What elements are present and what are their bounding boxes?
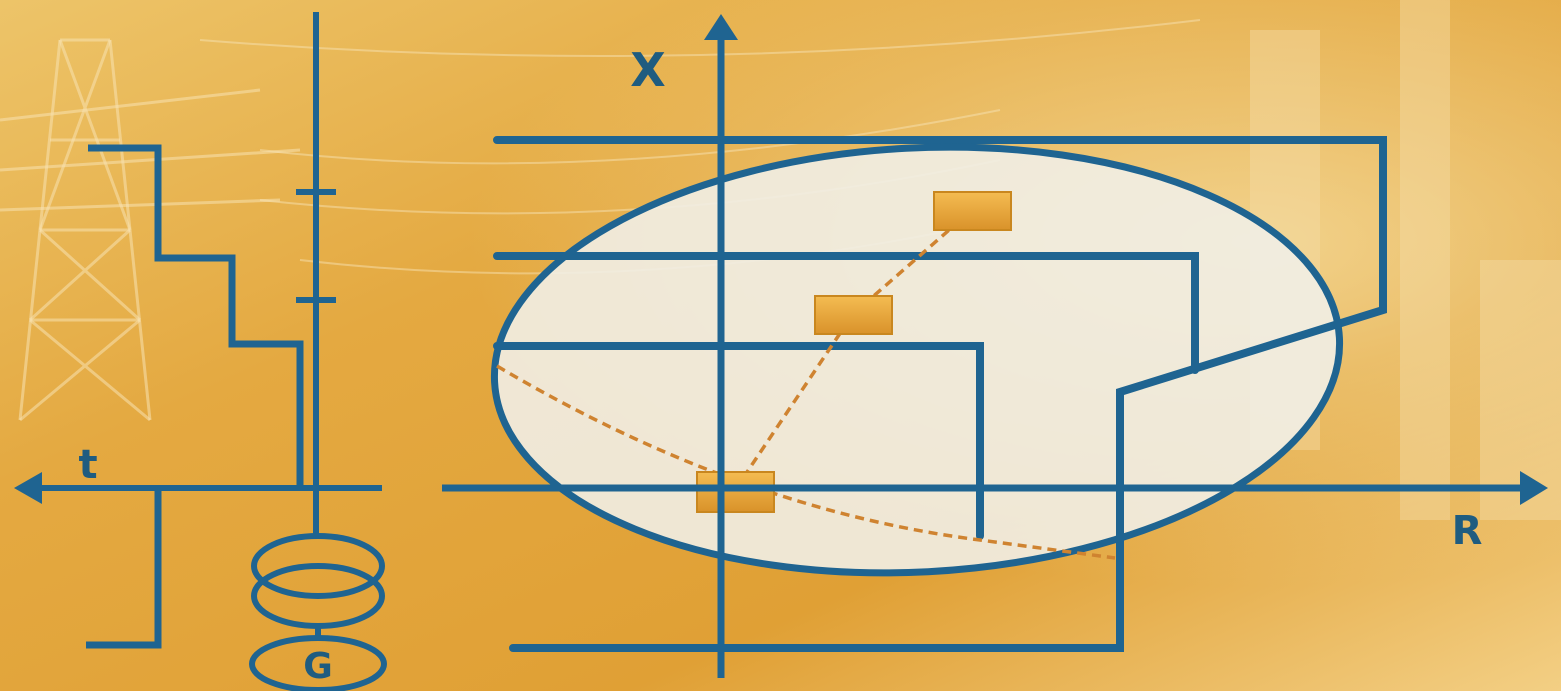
generator-label: G bbox=[303, 646, 333, 687]
zone-1-marker bbox=[697, 472, 774, 512]
t-axis-label: t bbox=[78, 442, 97, 488]
zone-3-marker bbox=[934, 192, 1011, 230]
zone-2-marker bbox=[815, 296, 892, 334]
r-axis-label: R bbox=[1452, 508, 1483, 554]
x-axis-label: X bbox=[630, 43, 665, 97]
